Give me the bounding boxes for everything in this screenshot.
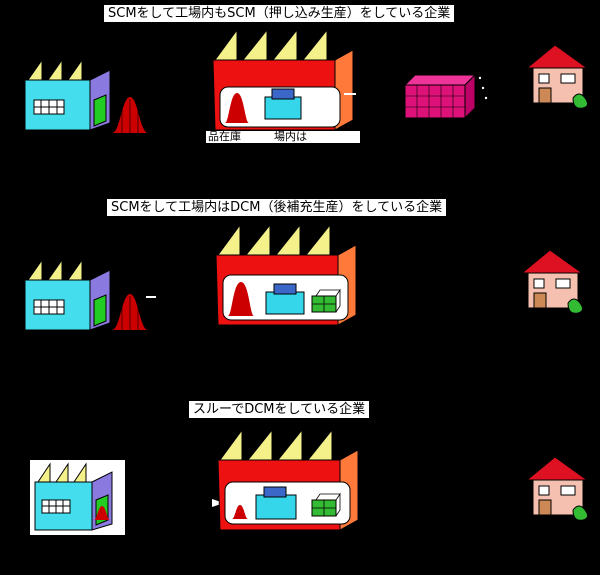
row1-supplier-factory — [20, 55, 130, 135]
row2-main-factory — [208, 220, 358, 330]
row2-inventory-mound — [110, 292, 150, 332]
row1-main-factory — [205, 25, 355, 135]
row3-title: スルーでDCMをしている企業 — [189, 401, 370, 418]
row1-inventory-mound — [110, 95, 150, 135]
row1-title: SCMをして工場内もSCM（押し込み生産）をしている企業 — [104, 5, 455, 22]
row2-title: SCMをして工場内はDCM（後補充生産）をしている企業 — [107, 199, 447, 216]
row1-partial-label: 品在庫 場内は — [206, 131, 360, 143]
row3-customer-house — [525, 452, 595, 522]
row2-supplier-factory — [20, 255, 130, 335]
row3-arrow — [212, 497, 224, 509]
row2-customer-house — [520, 245, 590, 315]
row3-main-factory — [210, 425, 360, 535]
row1-arrow — [344, 90, 356, 98]
row1-customer-house — [525, 40, 595, 110]
row1-pushed-stock — [400, 70, 490, 120]
row3-supplier-factory — [30, 460, 125, 535]
row2-arrow — [146, 294, 156, 300]
